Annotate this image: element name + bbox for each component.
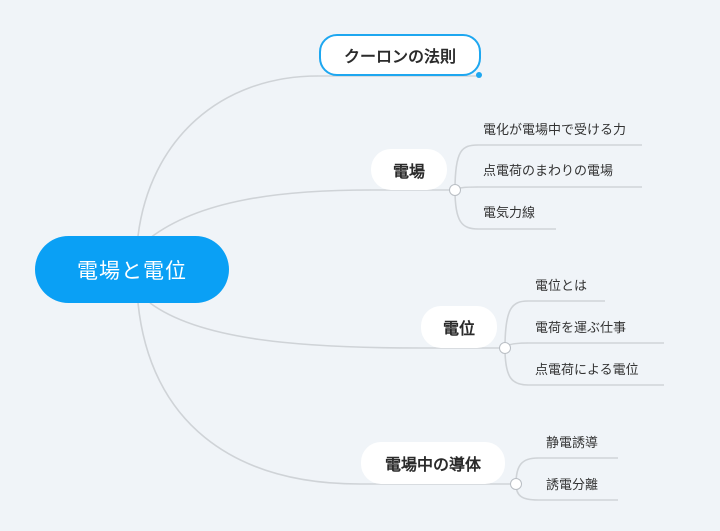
connector-potential-child-2 (504, 347, 664, 386)
subtopic-potential-0[interactable]: 電位とは (535, 279, 588, 294)
subtopic-field-0[interactable]: 電化が電場中で受ける力 (483, 123, 627, 138)
subtopic-potential-2[interactable]: 点電荷による電位 (535, 363, 639, 378)
subtopic-conductor-0[interactable]: 静電誘導 (546, 436, 599, 451)
connector-central-coulomb (137, 75, 478, 237)
subtopic-field-2[interactable]: 電気力線 (483, 206, 536, 221)
connector-field-child-1 (454, 186, 642, 191)
connector-field-child-2 (454, 189, 556, 230)
central-topic[interactable]: 電場と電位 (35, 236, 229, 303)
connector-potential-child-0 (504, 300, 605, 349)
connector-potential-child-1 (504, 342, 664, 349)
topic-coulomb-law[interactable]: クーロンの法則 (319, 34, 481, 76)
connector-central-field (149, 189, 455, 239)
collapse-toggle-conductor[interactable] (510, 478, 522, 490)
selection-handle[interactable] (476, 72, 482, 78)
subtopic-conductor-1[interactable]: 誘電分離 (546, 478, 599, 493)
connector-field-child-0 (454, 144, 642, 191)
collapse-toggle-potential[interactable] (499, 342, 511, 354)
topic-electric-field[interactable]: 電場 (371, 149, 447, 190)
topic-conductor-in-field[interactable]: 電場中の導体 (361, 442, 505, 484)
collapse-toggle-field[interactable] (449, 184, 461, 196)
subtopic-field-1[interactable]: 点電荷のまわりの電場 (483, 164, 614, 179)
connector-central-potential (149, 302, 505, 349)
connector-central-conductor (137, 302, 516, 485)
topic-electric-potential[interactable]: 電位 (421, 306, 497, 348)
subtopic-potential-1[interactable]: 電荷を運ぶ仕事 (535, 321, 627, 336)
